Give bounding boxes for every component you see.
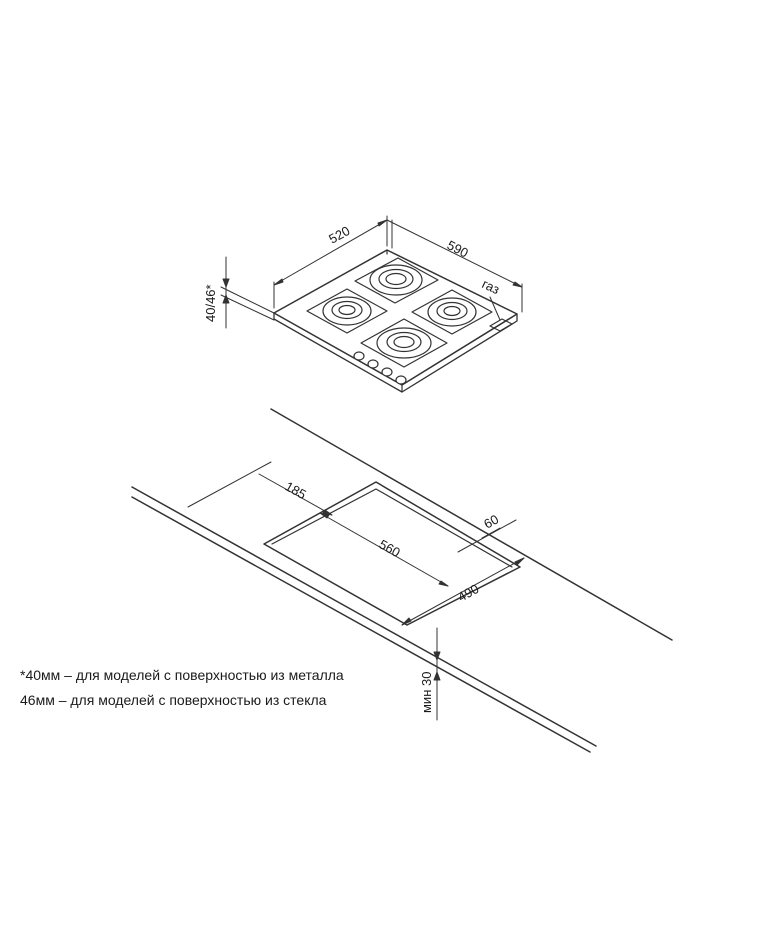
cutout-opening bbox=[263, 481, 521, 626]
countertop-front-top bbox=[131, 486, 597, 747]
burner-left bbox=[306, 288, 388, 334]
cutout-inner-wall bbox=[271, 488, 513, 568]
dim-line-hob-depth bbox=[273, 215, 388, 309]
hob-height-label: 40/46* bbox=[203, 284, 218, 322]
dim-line-hob-height bbox=[220, 256, 275, 329]
burner-front bbox=[360, 318, 448, 368]
hob-drawing bbox=[220, 215, 523, 393]
burner-right bbox=[411, 289, 493, 335]
hob-depth-label: 520 bbox=[326, 223, 352, 247]
cutout-side-offset-label: 60 bbox=[481, 511, 501, 531]
burner-back bbox=[354, 257, 439, 304]
gas-label: газ bbox=[480, 276, 502, 297]
note-glass: 46мм – для моделей с поверхностью из сте… bbox=[20, 692, 327, 708]
hob-top-surface bbox=[273, 249, 518, 386]
countertop-drawing bbox=[131, 408, 673, 753]
note-metal: *40мм – для моделей с поверхностью из ме… bbox=[20, 667, 344, 683]
knob-2 bbox=[367, 359, 379, 369]
gas-leader-line bbox=[489, 296, 501, 321]
dim-line-cutout-side-offset bbox=[457, 519, 517, 553]
countertop-front-bottom bbox=[131, 496, 591, 753]
dim-line-cutout-width bbox=[319, 512, 449, 587]
dim-line-min-thickness bbox=[433, 627, 441, 721]
knob-3 bbox=[381, 367, 393, 377]
gas-connector bbox=[489, 318, 513, 332]
cutout-rear-offset-label: 185 bbox=[283, 479, 309, 503]
dim-line-cutout-depth bbox=[401, 557, 525, 626]
control-knobs bbox=[353, 351, 407, 385]
cutout-width-label: 560 bbox=[377, 537, 403, 561]
knob-1 bbox=[353, 351, 365, 361]
cutout-depth-label: 490 bbox=[455, 581, 481, 605]
min-thickness-label: мин 30 bbox=[419, 672, 434, 713]
countertop-back-edge bbox=[270, 408, 673, 641]
hob-width-label: 590 bbox=[445, 237, 471, 260]
dim-line-cutout-rear-offset bbox=[187, 461, 333, 516]
dim-line-hob-width bbox=[386, 219, 523, 313]
knob-4 bbox=[395, 375, 407, 385]
